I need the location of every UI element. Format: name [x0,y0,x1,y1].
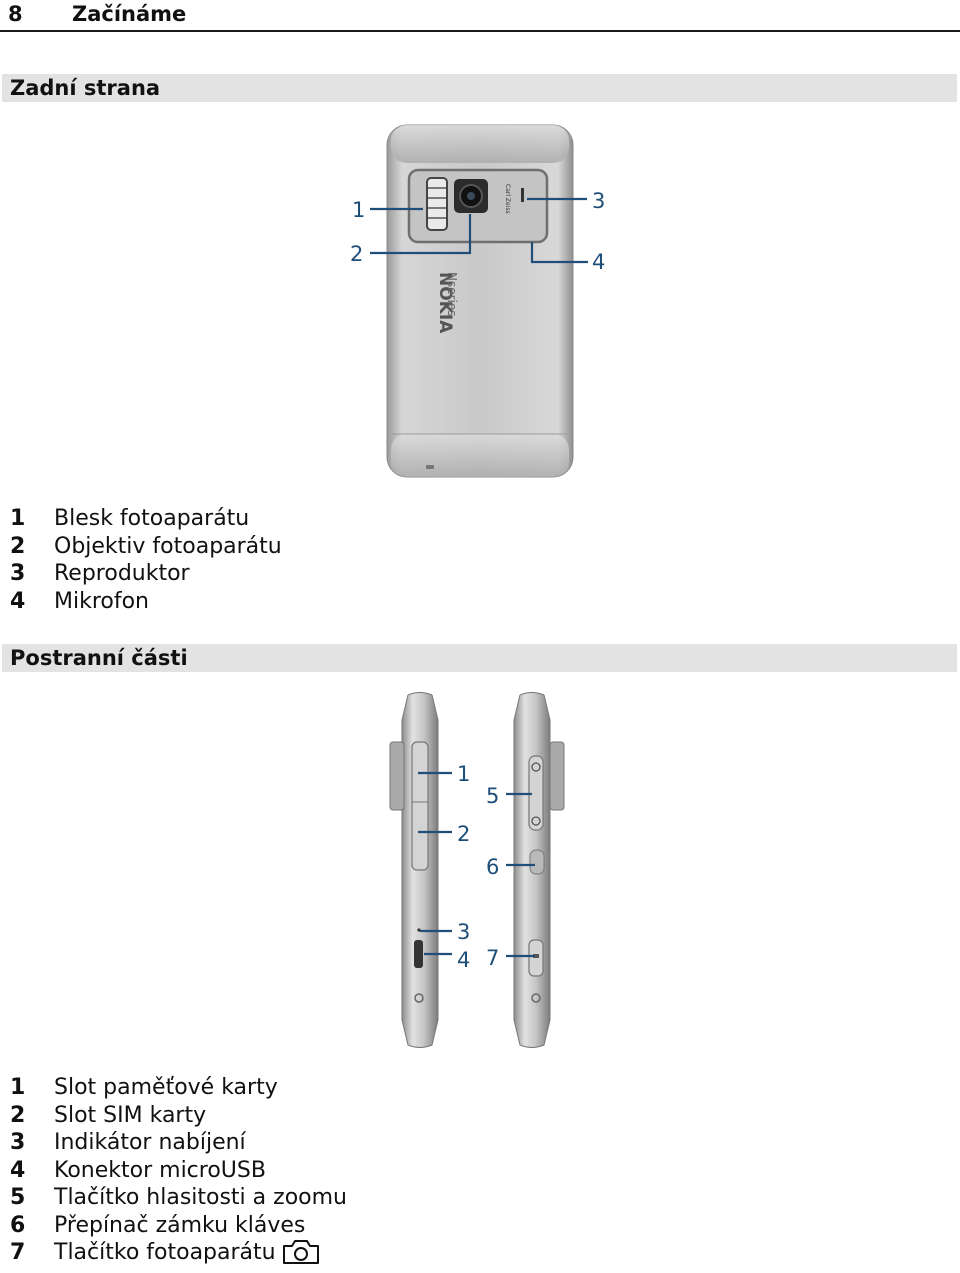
callout-line-2 [370,214,472,255]
callout-camera-key: 7 [486,946,499,970]
brand-logo: NOKIA [435,272,455,334]
phone-sides-illustration: 1 2 3 4 5 6 7 [389,692,565,1048]
chapter-title: Začínáme [72,2,187,26]
callout-speaker: 3 [592,189,605,213]
section-bar-back [2,74,957,102]
camera-icon [282,1239,320,1273]
section-title-sides: Postranní části [10,646,188,670]
callout-line-4 [530,242,588,264]
callout-lens: 2 [350,242,363,266]
lens-brand-text: Carl Zeiss [504,184,511,214]
callout-lock-switch: 6 [486,855,499,879]
callout-volume-key: 5 [486,784,499,808]
callout-sim-slot: 2 [457,822,470,846]
callout-memory-slot: 1 [457,762,470,786]
section-bar-sides [2,644,957,672]
series-logo: Nseries [445,272,459,317]
phone-back-illustration: Carl Zeiss NOKIA Nseries 1 2 3 4 [350,124,605,478]
page-header [0,0,960,32]
page-number: 8 [8,2,23,26]
section-title-back: Zadní strana [10,76,161,100]
callout-flash: 1 [352,198,365,222]
callout-microphone: 4 [592,250,605,274]
callout-charging-indicator: 3 [457,920,470,944]
callout-microusb: 4 [457,948,470,972]
